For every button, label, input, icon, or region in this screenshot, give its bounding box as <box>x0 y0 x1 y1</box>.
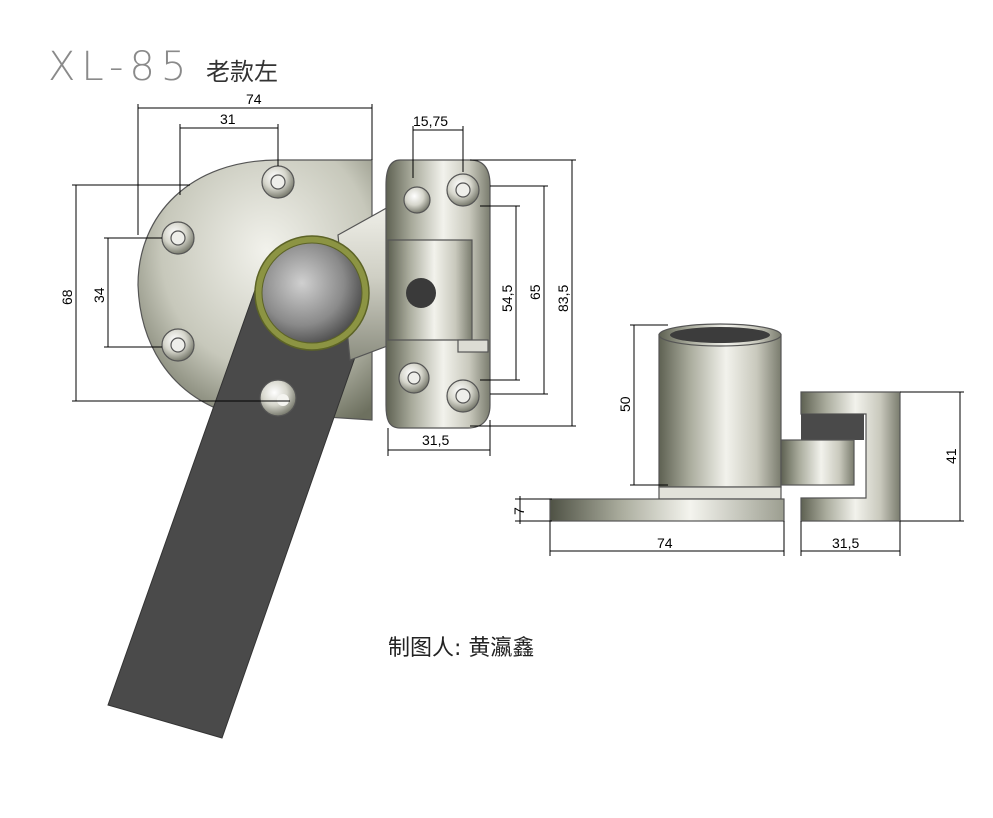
bolt-hole <box>161 328 195 362</box>
rivet-highlight <box>277 394 289 406</box>
bolt-hole <box>403 186 431 214</box>
bolt-hole <box>446 173 480 207</box>
dim-front-bolt-y: 34 <box>91 287 107 303</box>
dim-keeper-inner: 65 <box>527 284 543 300</box>
keeper-pin-hole <box>406 278 436 308</box>
bolt-hole <box>446 379 480 413</box>
handle-bar <box>107 289 369 739</box>
keeper-tab <box>457 339 489 353</box>
dim-keeper-height: 83,5 <box>555 285 571 312</box>
barrel-cylinder <box>658 334 782 488</box>
bolt-hole <box>161 221 195 255</box>
dim-keeper-top: 15,75 <box>413 113 448 129</box>
dim-front-width: 74 <box>246 91 262 107</box>
bolt-hole <box>261 165 295 199</box>
keeper-slot <box>801 414 864 440</box>
dim-side-keeper-height: 41 <box>943 448 959 464</box>
author-credit: 制图人: 黄瀛鑫 <box>388 636 534 661</box>
latch-bolt <box>780 439 855 486</box>
front-view: 74 31 68 34 15,75 54,5 65 83,5 <box>59 91 576 739</box>
dim-keeper-bolt: 54,5 <box>499 285 515 312</box>
barrel-bore <box>670 327 770 343</box>
dim-keeper-bottom: 31,5 <box>422 432 449 448</box>
base-step <box>658 486 782 500</box>
dim-side-base-length: 74 <box>657 535 673 551</box>
drawing-title-suffix: 老款左 <box>206 58 278 86</box>
dim-side-keeper-width: 31,5 <box>832 535 859 551</box>
dim-side-base-thickness: 7 <box>511 507 527 515</box>
side-view: 50 7 74 41 31,5 <box>511 323 964 556</box>
base-plate <box>549 498 785 522</box>
bolt-hole <box>398 362 430 394</box>
tube-bore <box>261 242 363 344</box>
dim-front-bolt-x: 31 <box>220 111 236 127</box>
dim-side-barrel: 50 <box>617 396 633 412</box>
drawing-title: XL-85 <box>48 44 192 90</box>
dim-front-height: 68 <box>59 289 75 305</box>
